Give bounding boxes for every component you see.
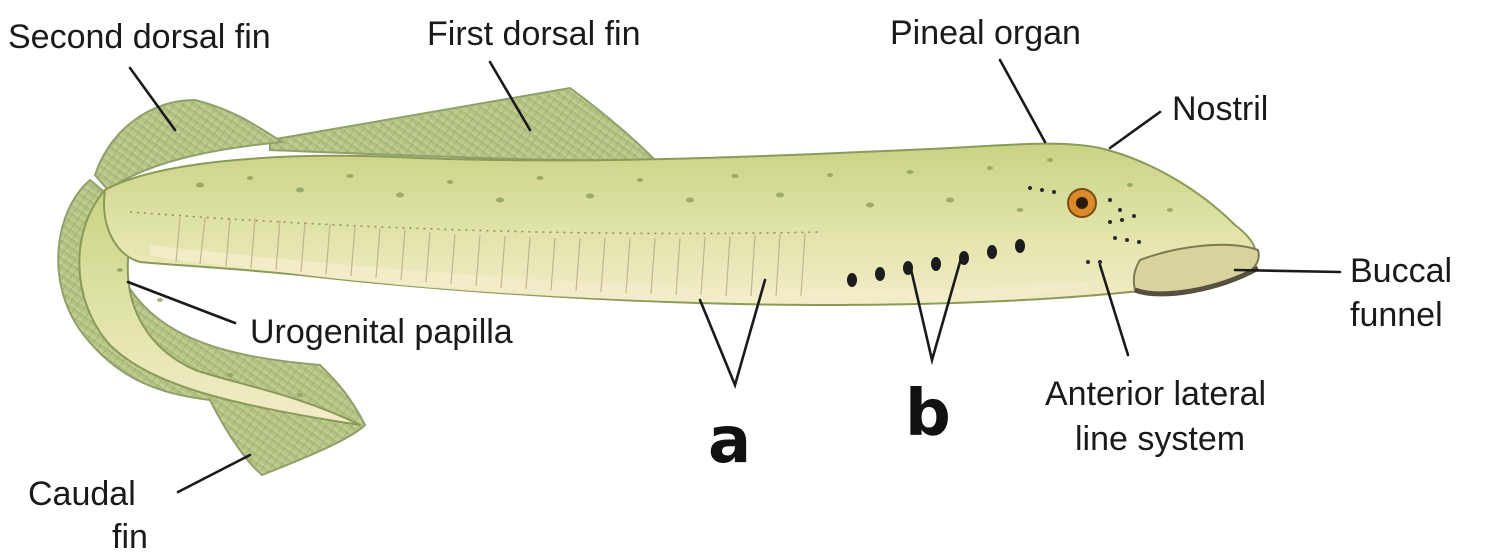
- label-first-dorsal-fin: First dorsal fin: [427, 15, 641, 53]
- marker-a: a: [708, 404, 751, 478]
- pupil: [1076, 197, 1088, 209]
- label-pineal-organ: Pineal organ: [890, 14, 1081, 52]
- body-shape: [104, 144, 1256, 305]
- label-nostril: Nostril: [1172, 90, 1268, 128]
- label-caudal-fin-line2: fin: [112, 518, 148, 554]
- label-buccal-funnel-line2: funnel: [1350, 296, 1443, 334]
- marker-b: b: [905, 377, 951, 451]
- label-buccal-funnel-line1: Buccal: [1350, 252, 1452, 290]
- label-second-dorsal-fin: Second dorsal fin: [8, 18, 271, 56]
- first-dorsal-fin-shape: [270, 88, 655, 160]
- label-anterior-lateral-line1: Anterior lateral: [1045, 375, 1266, 413]
- label-caudal-fin-line1: Caudal: [28, 475, 136, 513]
- label-anterior-lateral-line2: line system: [1075, 420, 1245, 458]
- label-urogenital-papilla: Urogenital papilla: [250, 313, 513, 351]
